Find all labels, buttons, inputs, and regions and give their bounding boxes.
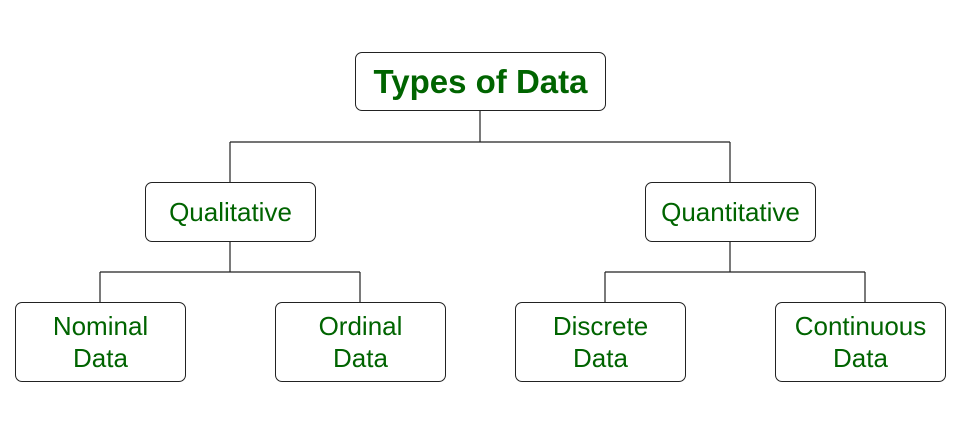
node-continuous-data: Continuous Data	[775, 302, 946, 382]
node-ordinal-data: Ordinal Data	[275, 302, 446, 382]
node-discrete-line1: Discrete	[552, 311, 649, 341]
node-nominal-line2: Data	[73, 343, 128, 373]
node-types-of-data-label: Types of Data	[373, 62, 588, 100]
node-types-of-data: Types of Data	[355, 52, 606, 111]
node-continuous-line2: Data	[833, 343, 888, 373]
node-discrete-line2: Data	[573, 343, 628, 373]
node-discrete-data: Discrete Data	[515, 302, 686, 382]
node-quantitative-label: Quantitative	[661, 196, 800, 227]
node-qualitative-label: Qualitative	[169, 196, 292, 227]
node-ordinal-line1: Ordinal	[318, 311, 403, 341]
node-nominal-data: Nominal Data	[15, 302, 186, 382]
node-qualitative: Qualitative	[145, 182, 316, 242]
node-ordinal-line2: Data	[333, 343, 388, 373]
node-continuous-line1: Continuous	[794, 311, 927, 341]
node-nominal-line1: Nominal	[52, 311, 149, 341]
node-quantitative: Quantitative	[645, 182, 816, 242]
